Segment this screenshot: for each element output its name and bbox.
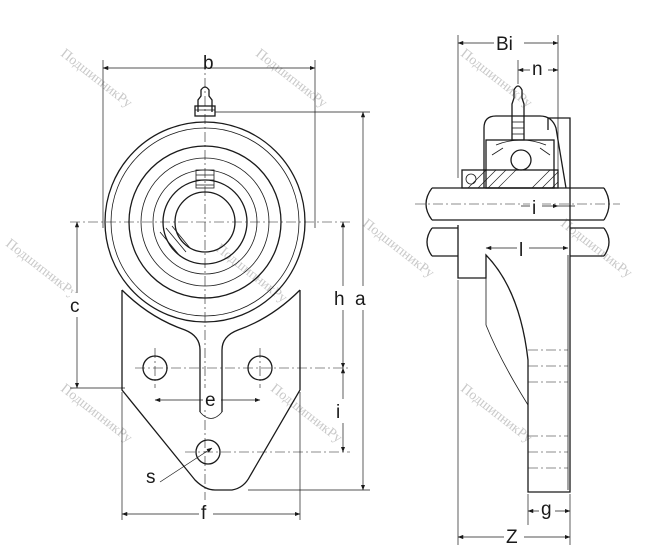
housing-neck bbox=[121, 289, 201, 412]
side-set-screw bbox=[465, 173, 477, 185]
leader-s bbox=[159, 447, 213, 483]
label-mask bbox=[530, 58, 548, 80]
label-mask bbox=[494, 32, 524, 54]
dim-label-l: l bbox=[519, 240, 523, 261]
side-grease-nipple bbox=[511, 85, 525, 116]
dim-label-Z: Z bbox=[506, 527, 518, 548]
side-ball bbox=[510, 149, 532, 171]
side-seal bbox=[491, 147, 551, 156]
watermark: ПодшипникРу bbox=[3, 236, 80, 301]
dim-label-e: e bbox=[205, 390, 216, 411]
dim-label-s: s bbox=[146, 467, 156, 488]
dim-label-Bi: Bi bbox=[496, 34, 513, 55]
side-shaft-lower-right bbox=[570, 227, 604, 257]
watermark: ПодшипникРу bbox=[58, 46, 135, 111]
mount-hole bbox=[195, 439, 221, 465]
set-screw-diagonal bbox=[159, 225, 191, 257]
dim-label-c: c bbox=[70, 296, 80, 317]
watermark: ПодшипникРу bbox=[360, 216, 437, 281]
dim-label-i-side: i bbox=[532, 198, 536, 219]
label-mask bbox=[354, 286, 370, 310]
side-shaft bbox=[432, 187, 604, 221]
dim-label-i-front: i bbox=[336, 402, 340, 423]
side-bolt-hole bbox=[528, 349, 568, 469]
watermark: ПодшипникРу bbox=[268, 381, 345, 446]
dim-label-n: n bbox=[532, 59, 543, 80]
watermark: ПодшипникРу bbox=[558, 216, 635, 281]
dim-label-g: g bbox=[541, 499, 552, 520]
watermark: ПодшипникРу bbox=[458, 381, 535, 446]
front-view: b c h a e i s f bbox=[70, 53, 370, 524]
watermark: ПодшипникРу bbox=[253, 46, 330, 111]
housing-rib bbox=[199, 411, 223, 419]
label-mask bbox=[334, 286, 350, 310]
label-mask bbox=[203, 388, 221, 410]
label-mask bbox=[539, 499, 555, 521]
side-shaft-lower-end-right bbox=[603, 227, 610, 257]
label-mask bbox=[335, 399, 347, 423]
label-mask bbox=[517, 236, 529, 258]
side-shaft-end-left bbox=[425, 187, 433, 221]
side-bearing-insert bbox=[485, 139, 555, 189]
side-shaft-lower-end bbox=[426, 227, 433, 257]
side-outer-race bbox=[495, 139, 547, 146]
watermark: ПодшипникРу bbox=[213, 241, 290, 306]
label-mask bbox=[504, 525, 524, 547]
label-mask bbox=[70, 293, 85, 317]
dim-label-f: f bbox=[201, 503, 207, 524]
side-housing-contour bbox=[485, 255, 529, 406]
dim-label-h: h bbox=[334, 289, 345, 310]
label-mask bbox=[199, 502, 213, 524]
housing-outline bbox=[121, 290, 301, 491]
dim-label-a: a bbox=[355, 289, 366, 310]
side-inner-ring-hatch bbox=[467, 169, 559, 189]
housing-neck bbox=[221, 289, 301, 412]
side-bearing-cap bbox=[483, 115, 567, 189]
side-view: Bi n i l g Z bbox=[415, 32, 620, 548]
label-mask bbox=[530, 194, 542, 216]
side-shaft-lower bbox=[432, 227, 458, 257]
watermark-group: ПодшипникРу ПодшипникРу ПодшипникРу Подш… bbox=[3, 46, 635, 446]
dim-label-b: b bbox=[203, 53, 214, 74]
